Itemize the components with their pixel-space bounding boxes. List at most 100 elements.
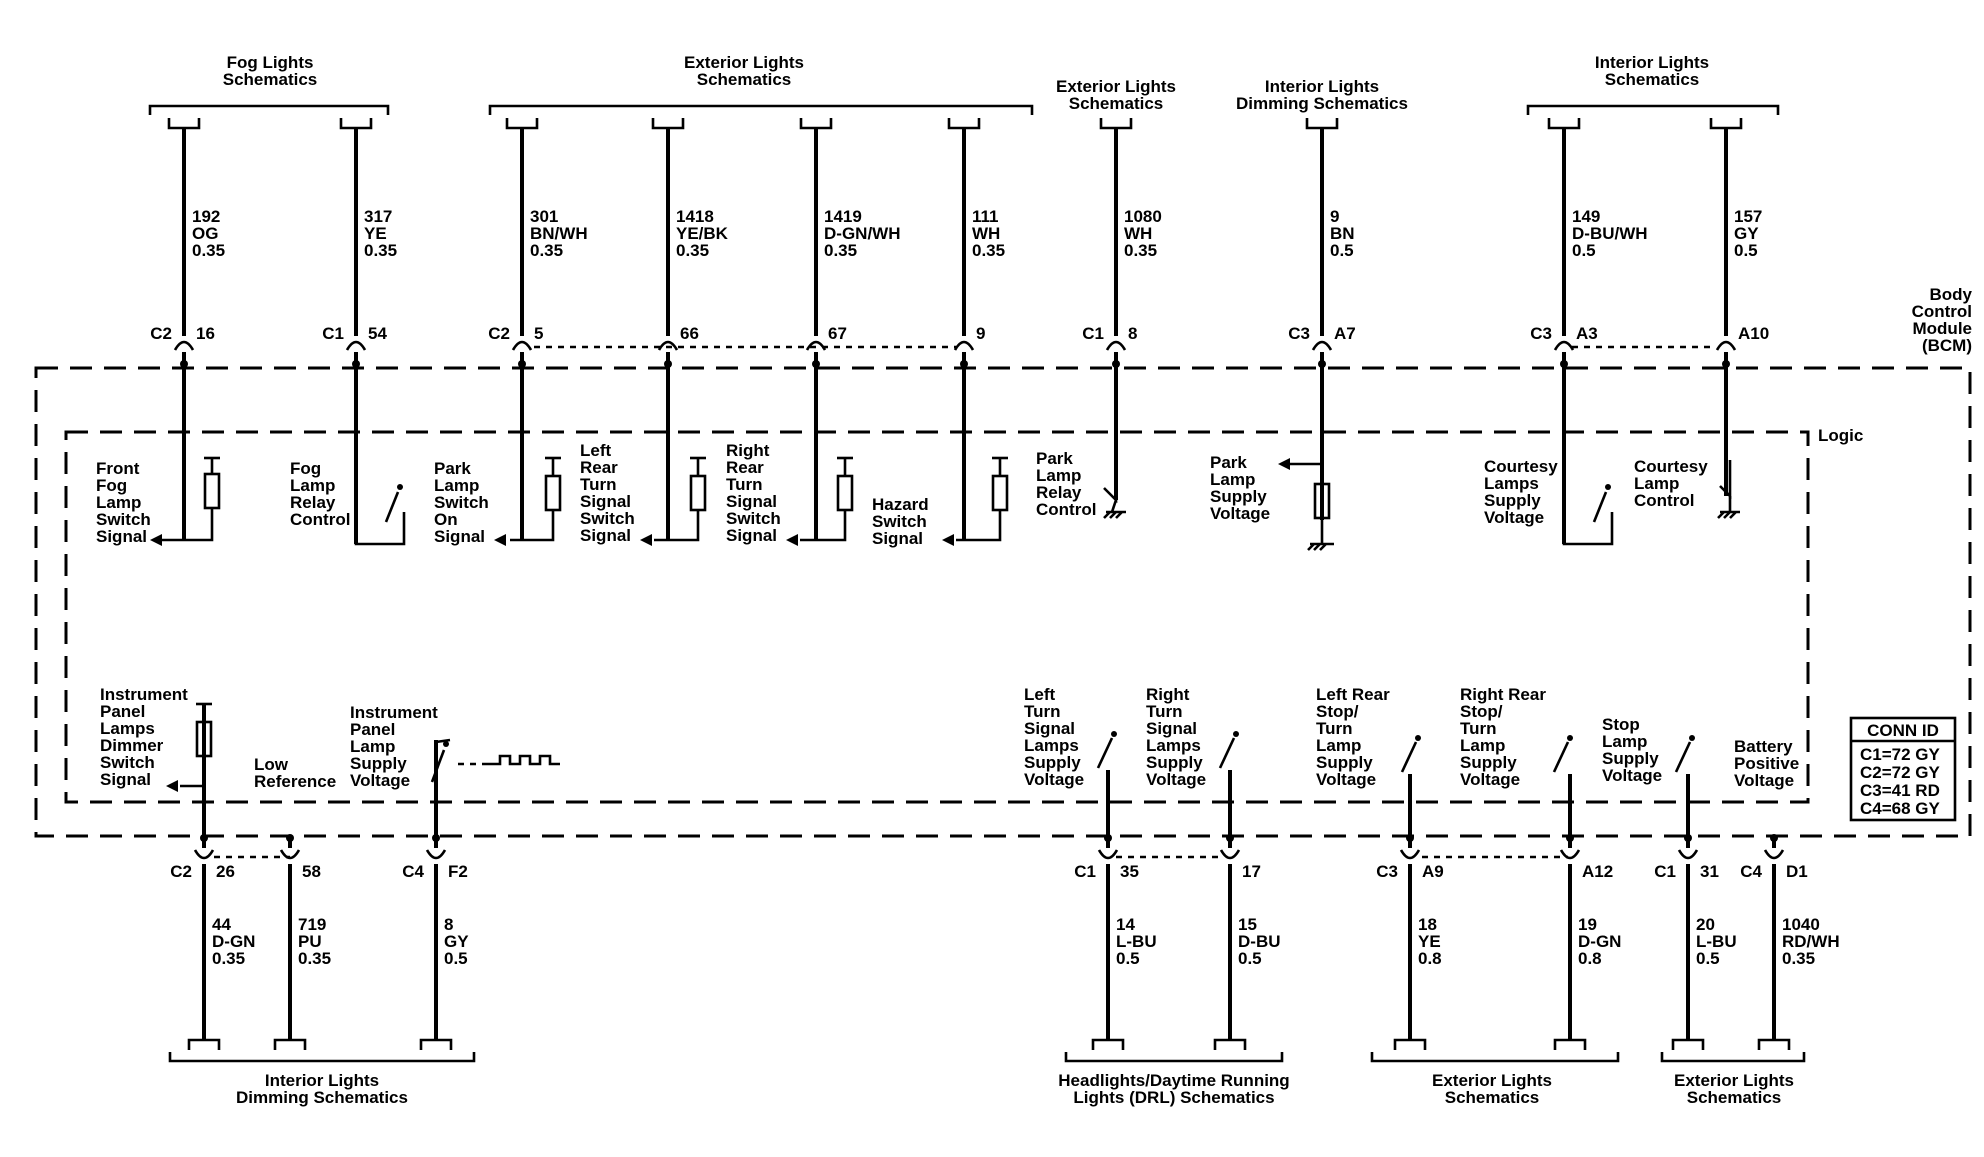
top-group-label: Schematics xyxy=(1605,70,1700,89)
bottom-circuit-label: 44 xyxy=(212,915,231,934)
bottom-signal-label: Left Rear xyxy=(1316,685,1390,704)
top-circuit-label: 9 xyxy=(1330,207,1339,226)
pin-dot xyxy=(200,834,208,842)
top-pin-number: 16 xyxy=(196,324,215,343)
bottom-signal-label: Voltage xyxy=(1146,770,1206,789)
bottom-signal-label: Stop xyxy=(1602,715,1640,734)
bottom-signal-label: Low xyxy=(254,755,289,774)
conn-id-line: C1=72 GY xyxy=(1860,745,1941,764)
top-group-label: Dimming Schematics xyxy=(1236,94,1408,113)
top-signal-label: Fog xyxy=(290,459,321,478)
top-terminal xyxy=(339,118,373,130)
bottom-terminal xyxy=(1393,1038,1427,1050)
bottom-signal-label: Positive xyxy=(1734,754,1799,773)
top-terminal xyxy=(505,118,539,130)
bottom-circuit-label: 1040 xyxy=(1782,915,1820,934)
bottom-signal-label: Voltage xyxy=(350,771,410,790)
top-connector-id: C2 xyxy=(488,324,510,343)
top-signal-label: Park xyxy=(434,459,471,478)
bottom-circuit-label: PU xyxy=(298,932,322,951)
top-terminal xyxy=(1099,118,1133,130)
top-group-label: Exterior Lights xyxy=(1056,77,1176,96)
top-signal-label: Supply xyxy=(1484,491,1541,510)
bottom-signal-label: Voltage xyxy=(1734,771,1794,790)
pin-dot xyxy=(1770,834,1778,842)
top-signal-label: Relay xyxy=(290,493,336,512)
bottom-circuit-label: 20 xyxy=(1696,915,1715,934)
bottom-signal-label: Turn xyxy=(1460,719,1497,738)
bottom-pin-number: 17 xyxy=(1242,862,1261,881)
bottom-pin xyxy=(1219,849,1241,860)
top-group-label: Fog Lights xyxy=(227,53,314,72)
top-circuit-label: YE xyxy=(364,224,387,243)
pin-dot xyxy=(812,360,820,368)
bottom-circuit-label: GY xyxy=(444,932,469,951)
top-signal-label: Supply xyxy=(1210,487,1267,506)
top-circuit-label: GY xyxy=(1734,224,1759,243)
top-pin xyxy=(511,340,533,351)
bottom-circuit-label: 0.5 xyxy=(1696,949,1720,968)
top-circuit-label: YE/BK xyxy=(676,224,729,243)
pin-dot xyxy=(1226,834,1234,842)
top-group-label: Interior Lights xyxy=(1265,77,1379,96)
bottom-signal-label: Supply xyxy=(1316,753,1373,772)
top-pin-number: 66 xyxy=(680,324,699,343)
top-circuit-label: 317 xyxy=(364,207,392,226)
bottom-signal-label: Left xyxy=(1024,685,1056,704)
bottom-connector-id: C3 xyxy=(1376,862,1398,881)
bottom-signal-label: Voltage xyxy=(1024,770,1084,789)
top-pin-number: 9 xyxy=(976,324,985,343)
bottom-group-label: Schematics xyxy=(1687,1088,1782,1107)
top-circuit-label: BN/WH xyxy=(530,224,588,243)
bottom-connector-id: C1 xyxy=(1654,862,1676,881)
bottom-connector-id: C4 xyxy=(402,862,424,881)
bottom-signal-label: Signal xyxy=(100,770,151,789)
bottom-group-label: Lights (DRL) Schematics xyxy=(1073,1088,1274,1107)
pin-dot xyxy=(1406,834,1414,842)
bottom-terminal xyxy=(273,1038,307,1050)
top-signal-label: Lamp xyxy=(1210,470,1255,489)
bottom-signal-label: Panel xyxy=(100,702,145,721)
top-signal-label: Hazard xyxy=(872,495,929,514)
top-connector-id: C1 xyxy=(1082,324,1104,343)
bottom-signal-label: Lamp xyxy=(1460,736,1505,755)
top-signal-label: Control xyxy=(1036,500,1096,519)
top-circuit-label: 0.35 xyxy=(1124,241,1157,260)
top-terminal xyxy=(947,118,981,130)
top-signal-label: Park xyxy=(1036,449,1073,468)
bottom-terminal xyxy=(419,1038,453,1050)
bottom-signal-label: Voltage xyxy=(1460,770,1520,789)
bcm-label-line-4: (BCM) xyxy=(1922,336,1972,355)
conn-id-box: CONN ID C1=72 GY C2=72 GY C3=41 RD C4=68… xyxy=(1849,716,1957,822)
top-signal-label: Signal xyxy=(726,492,777,511)
top-signal-label: Fog xyxy=(96,476,127,495)
bottom-circuit-label: 0.5 xyxy=(444,949,468,968)
top-pin xyxy=(1715,340,1737,351)
top-signal-label: Turn xyxy=(580,475,617,494)
conn-id-line: C2=72 GY xyxy=(1860,763,1941,782)
top-group-label: Exterior Lights xyxy=(684,53,804,72)
top-terminal xyxy=(1305,118,1339,130)
bottom-circuit-label: 0.35 xyxy=(298,949,331,968)
top-signal-label: Switch xyxy=(872,512,927,531)
bottom-signal-label: Turn xyxy=(1316,719,1353,738)
top-signal-label: Voltage xyxy=(1484,508,1544,527)
top-pin xyxy=(953,340,975,351)
bottom-signal-label: Voltage xyxy=(1602,766,1662,785)
bottom-signal-label: Switch xyxy=(100,753,155,772)
bottom-pin-number: A9 xyxy=(1422,862,1444,881)
bottom-signal-label: Instrument xyxy=(100,685,188,704)
bottom-signal-label: Signal xyxy=(1146,719,1197,738)
top-signal-label: Signal xyxy=(434,527,485,546)
top-pin xyxy=(173,340,195,351)
pin-dot xyxy=(664,360,672,368)
bottom-group-label: Exterior Lights xyxy=(1674,1071,1794,1090)
bottom-pin xyxy=(1763,849,1785,860)
pin-dot xyxy=(1318,360,1326,368)
top-signal-label: Control xyxy=(290,510,350,529)
bottom-signal-label: Supply xyxy=(1602,749,1659,768)
bottom-signal-label: Lamp xyxy=(1602,732,1647,751)
bottom-signal-label: Voltage xyxy=(1316,770,1376,789)
top-group-label: Schematics xyxy=(223,70,318,89)
